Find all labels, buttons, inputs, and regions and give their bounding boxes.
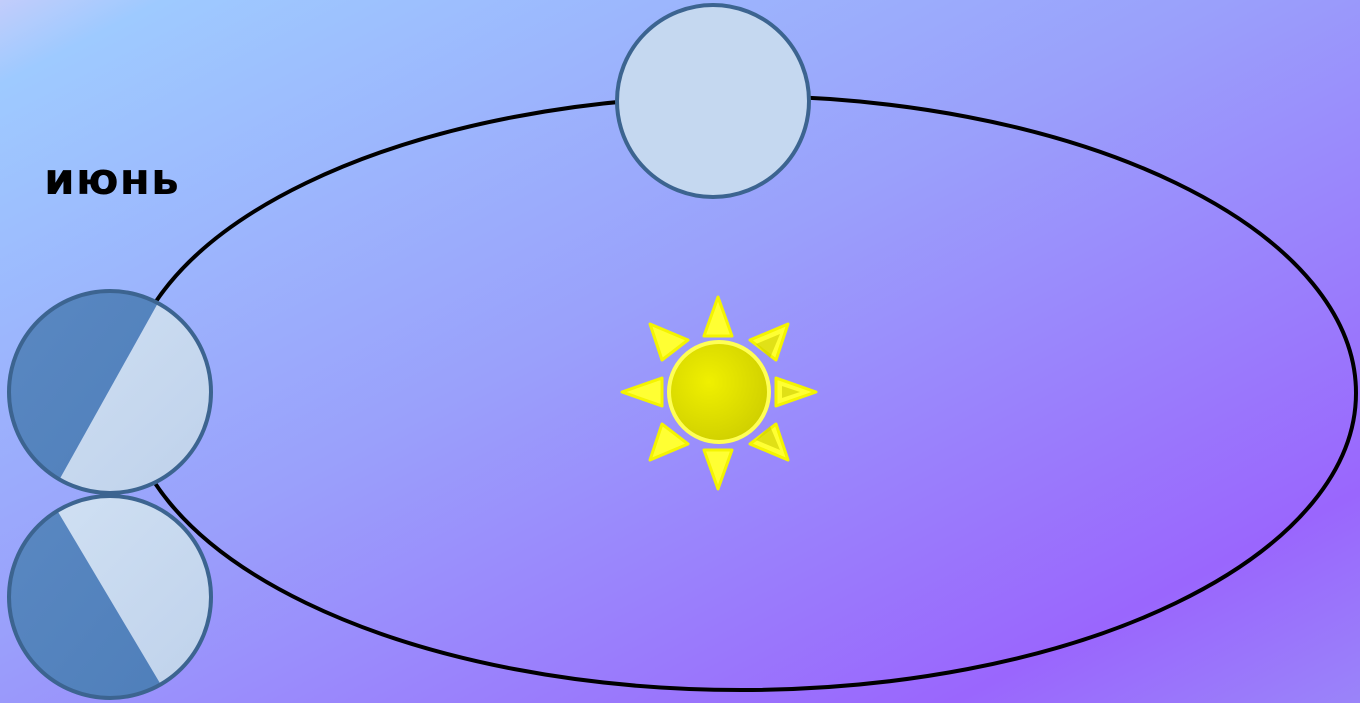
sun-disc — [669, 342, 769, 442]
month-label: июнь — [44, 158, 180, 202]
sun-icon — [622, 297, 816, 489]
earth-icon — [617, 5, 809, 197]
planet-top — [617, 5, 809, 197]
